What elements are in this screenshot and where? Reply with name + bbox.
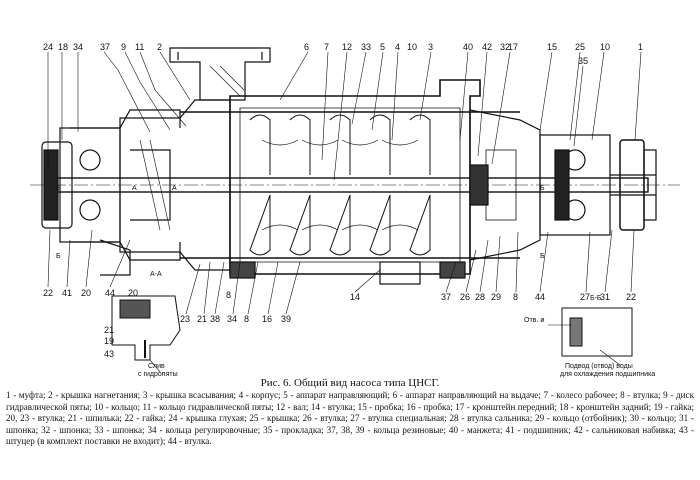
left-bearing-bracket — [41, 109, 181, 261]
callout-37: 37 — [100, 42, 110, 52]
callout-20b: 20 — [128, 288, 138, 298]
supply-note-2: для охлаждения подшипника — [560, 371, 655, 378]
callout-33: 33 — [361, 42, 371, 52]
pump-drawing: 24 18 34 37 9 11 2 6 7 12 33 5 4 10 3 40… — [30, 42, 680, 378]
callout-44b: 44 — [535, 292, 545, 302]
callout-23: 23 — [180, 314, 190, 324]
callout-38: 38 — [210, 314, 220, 324]
support-foot-left — [229, 261, 256, 279]
callout-41: 41 — [62, 288, 72, 298]
callout-15: 15 — [547, 42, 557, 52]
callout-4: 4 — [395, 42, 400, 52]
callout-44: 44 — [105, 288, 115, 298]
callout-12: 12 — [342, 42, 352, 52]
discharge-cover — [469, 109, 541, 261]
callout-8b: 8 — [513, 292, 518, 302]
b-mark-4: Б — [540, 253, 545, 260]
callout-1: 1 — [638, 42, 643, 52]
callout-26: 26 — [460, 292, 470, 302]
callout-14: 14 — [350, 292, 360, 302]
bb-title: Б-Б — [590, 295, 602, 302]
callout-27: 27 — [580, 292, 590, 302]
callout-22: 22 — [43, 288, 53, 298]
figure-legend: 1 - муфта; 2 - крышка нагнетания; 3 - кр… — [6, 390, 694, 446]
support-foot-mid — [379, 261, 421, 285]
callout-7: 7 — [324, 42, 329, 52]
callout-24: 24 — [43, 42, 53, 52]
callout-17: 17 — [508, 42, 518, 52]
drain-bracket — [99, 239, 131, 276]
section-marks: А-А Б-Б А А Б Б Б Б Слив с гидропяты Отв… — [56, 185, 655, 378]
callout-34b: 34 — [227, 314, 237, 324]
callout-2: 2 — [157, 42, 162, 52]
callout-16: 16 — [262, 314, 272, 324]
b-mark-3: Б — [540, 185, 545, 192]
aa-title: А-А — [150, 271, 162, 278]
callout-6: 6 — [304, 42, 309, 52]
callout-32: 32 — [500, 42, 510, 52]
callout-34: 34 — [73, 42, 83, 52]
callout-10b: 10 — [600, 42, 610, 52]
section-aa-detail — [111, 295, 181, 373]
supply-note-1: Подвод (отвод) воды — [565, 363, 633, 370]
discharge-nozzle — [169, 47, 271, 101]
callout-8c: 8 — [226, 290, 231, 300]
callouts-bottom: 22 41 20 44 23 21 38 34 8 16 39 14 37 26… — [43, 288, 636, 324]
gland-note: Отв. ø — [524, 317, 545, 324]
callout-28: 28 — [475, 292, 485, 302]
callouts-top: 24 18 34 37 9 11 2 6 7 12 33 5 4 10 3 40… — [43, 42, 643, 66]
b-mark-1: Б — [56, 185, 61, 192]
callout-42: 42 — [482, 42, 492, 52]
drain-note-2: с гидропяты — [138, 371, 178, 378]
callout-11: 11 — [135, 42, 144, 52]
a-mark-2: А — [172, 185, 177, 192]
callouts-extra: 8 19 43 21 20 — [104, 288, 231, 359]
callout-18: 18 — [58, 42, 68, 52]
callout-8: 8 — [244, 314, 249, 324]
callout-9: 9 — [121, 42, 126, 52]
callout-43: 43 — [104, 349, 114, 359]
callout-37b: 37 — [441, 292, 451, 302]
callout-21b: 21 — [104, 325, 114, 335]
drain-note-1: Слив — [148, 363, 165, 370]
leader-lines-top — [47, 51, 642, 181]
impeller-stages — [249, 114, 431, 256]
support-foot-right — [439, 261, 466, 279]
callout-40: 40 — [463, 42, 473, 52]
callout-22b: 22 — [626, 292, 636, 302]
callout-29: 29 — [491, 292, 501, 302]
b-mark-2: Б — [56, 253, 61, 260]
leader-lines-bottom — [47, 229, 635, 315]
coupling — [610, 139, 657, 231]
callout-21: 21 — [197, 314, 207, 324]
callout-31: 31 — [600, 292, 610, 302]
callout-25: 25 — [575, 42, 585, 52]
section-bb-detail — [548, 307, 633, 366]
callout-39: 39 — [281, 314, 291, 324]
callout-10: 10 — [407, 42, 417, 52]
callout-5: 5 — [380, 42, 385, 52]
callout-20: 20 — [81, 288, 91, 298]
a-mark-1: А — [132, 185, 137, 192]
callout-19: 19 — [104, 336, 114, 346]
figure-caption: Рис. 6. Общий вид насоса типа ЦНСГ. — [260, 377, 440, 389]
callout-35: 35 — [578, 56, 588, 66]
right-bearing-bracket — [539, 134, 611, 236]
callout-3: 3 — [428, 42, 433, 52]
